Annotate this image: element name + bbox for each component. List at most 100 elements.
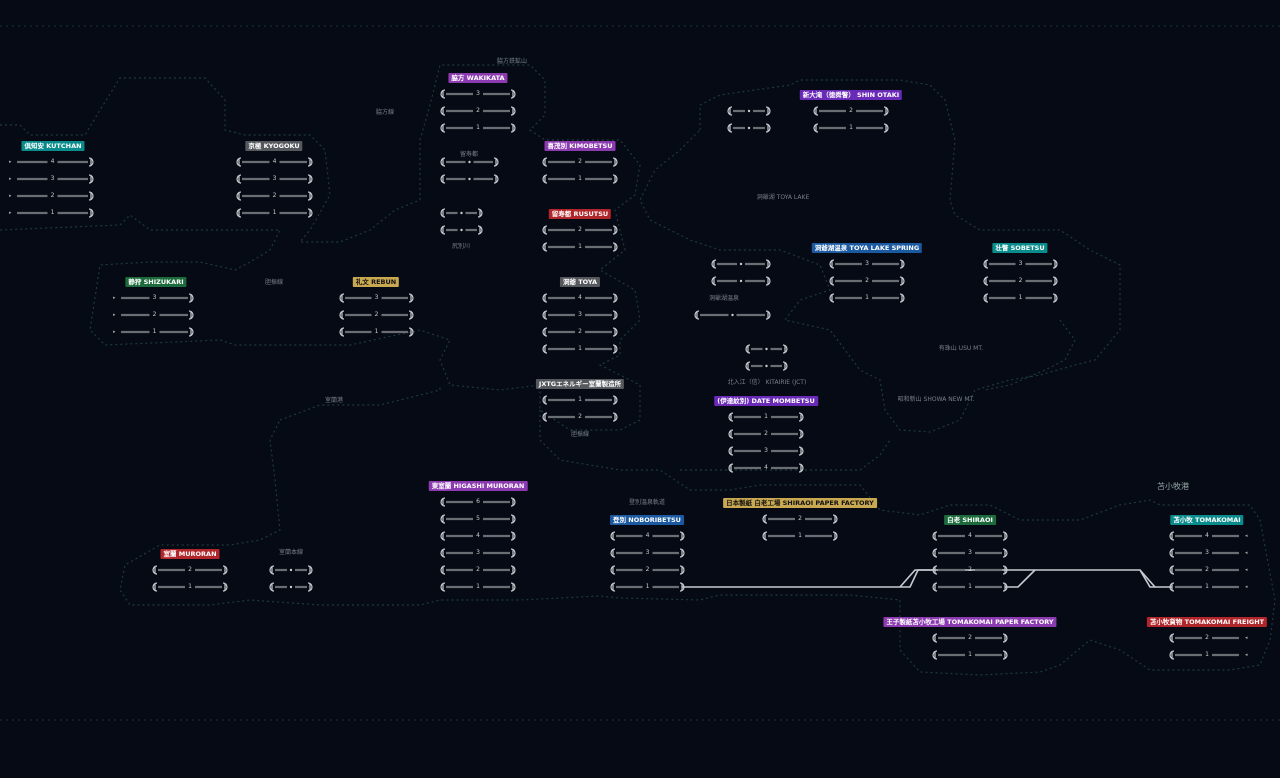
- siding-marker: [731, 313, 734, 317]
- place-label: 昭和新山 SHOWA NEW MT.: [897, 396, 975, 403]
- station-label-noboribetsu[interactable]: 登別 NOBORIBETSU: [610, 515, 684, 525]
- place-label: 苫小牧港: [1157, 482, 1189, 491]
- buffer-stop-icon: [510, 514, 516, 524]
- buffer-stop-icon: [440, 208, 446, 218]
- buffer-stop-icon: [188, 293, 194, 303]
- signal-icon: ◂: [1245, 635, 1248, 641]
- main-line-segment[interactable]: [899, 569, 935, 588]
- buffer-stop-icon: [1169, 531, 1175, 541]
- station-label-toya[interactable]: 洞爺 TOYA: [559, 277, 601, 287]
- main-line-segment[interactable]: [682, 569, 1172, 588]
- buffer-stop-icon: [440, 531, 446, 541]
- buffer-stop-icon: [1052, 293, 1058, 303]
- station-label-toya_lake_spring[interactable]: 洞爺湖温泉 TOYA LAKE SPRING: [811, 243, 923, 253]
- buffer-stop-icon: [1002, 650, 1008, 660]
- buffer-stop-icon: [932, 650, 938, 660]
- buffer-stop-icon: [612, 412, 618, 422]
- station-label-tomakomai_pf[interactable]: 王子製紙苫小牧工場 TOMAKOMAI PAPER FACTORY: [883, 617, 1057, 627]
- track-number: 1: [152, 328, 157, 335]
- buffer-stop-icon: [1169, 565, 1175, 575]
- place-label: 洞爺湖 TOYA LAKE: [756, 194, 810, 201]
- track-number: 1: [849, 124, 853, 131]
- station-label-muroran[interactable]: 室蘭 MURORAN: [160, 549, 220, 559]
- buffer-stop-icon: [510, 497, 516, 507]
- buffer-stop-icon: [477, 225, 483, 235]
- siding-marker: [460, 211, 463, 215]
- place-label: 室蘭港: [324, 397, 344, 404]
- main-line-segment[interactable]: [1139, 569, 1156, 588]
- track-number: 3: [374, 294, 379, 301]
- track-number: 3: [152, 294, 157, 301]
- buffer-stop-icon: [679, 565, 685, 575]
- place-label: 脇方鉄鉱山: [496, 58, 528, 65]
- buffer-stop-icon: [188, 327, 194, 337]
- station-label-shiraoi[interactable]: 白老 SHIRAOI: [944, 515, 996, 525]
- place-label: 北入江（信） KITAIRIE (JCT): [727, 379, 807, 386]
- buffer-stop-icon: [542, 157, 548, 167]
- buffer-stop-icon: [679, 548, 685, 558]
- track-number: 2: [968, 566, 972, 573]
- station-label-wakikata[interactable]: 脇方 WAKIKATA: [448, 73, 508, 83]
- track-number: 2: [152, 311, 157, 318]
- buffer-stop-icon: [762, 514, 768, 524]
- buffer-stop-icon: [440, 514, 446, 524]
- buffer-stop-icon: [983, 293, 989, 303]
- buffer-stop-icon: [829, 276, 835, 286]
- buffer-stop-icon: [88, 174, 94, 184]
- track-number: 2: [578, 328, 582, 335]
- station-label-higashi_muroran[interactable]: 東室蘭 HIGASHI MURORAN: [428, 481, 528, 491]
- buffer-stop-icon: [728, 429, 734, 439]
- buffer-stop-icon: [236, 191, 242, 201]
- siding-marker: [765, 364, 768, 368]
- buffer-stop-icon: [440, 548, 446, 558]
- buffer-stop-icon: [1002, 582, 1008, 592]
- buffer-stop-icon: [88, 208, 94, 218]
- main-line-segment[interactable]: [1005, 569, 1036, 588]
- buffer-stop-icon: [542, 174, 548, 184]
- buffer-stop-icon: [727, 106, 733, 116]
- station-label-tomakomai_freight[interactable]: 苫小牧貨物 TOMAKOMAI FREIGHT: [1146, 617, 1268, 627]
- signal-icon: ▸: [9, 210, 12, 216]
- track-number: 2: [476, 107, 480, 114]
- station-label-date_mombetsu[interactable]: (伊達紋別) DATE MOMBETSU: [714, 396, 818, 406]
- track-number: 3: [1205, 549, 1209, 556]
- signal-icon: ▸: [9, 159, 12, 165]
- station-label-shiraoi_pf[interactable]: 日本製紙 白老工場 SHIRAOI PAPER FACTORY: [723, 498, 877, 508]
- buffer-stop-icon: [765, 310, 771, 320]
- track-number: 1: [578, 396, 582, 403]
- track-number: 2: [476, 566, 480, 573]
- buffer-stop-icon: [510, 531, 516, 541]
- station-label-shin_otaki[interactable]: 新大滝（徳舜瞥） SHIN OTAKI: [799, 90, 903, 100]
- station-label-kyogoku[interactable]: 京極 KYOGOKU: [245, 141, 303, 151]
- station-label-kimobetsu[interactable]: 喜茂別 KIMOBETSU: [544, 141, 616, 151]
- station-label-kutchan[interactable]: 倶知安 KUTCHAN: [21, 141, 85, 151]
- buffer-stop-icon: [610, 548, 616, 558]
- track-number: 3: [865, 260, 869, 267]
- buffer-stop-icon: [307, 565, 313, 575]
- buffer-stop-icon: [236, 157, 242, 167]
- track-number: 3: [645, 549, 650, 556]
- station-label-jx[interactable]: JXTGエネルギー室蘭製造所: [535, 379, 625, 389]
- station-label-rusutsu[interactable]: 留寿都 RUSUTSU: [548, 209, 612, 219]
- track-number: 1: [578, 243, 582, 250]
- buffer-stop-icon: [440, 565, 446, 575]
- station-label-shizukari[interactable]: 静狩 SHIZUKARI: [125, 277, 187, 287]
- track-number: 3: [764, 447, 768, 454]
- buffer-stop-icon: [798, 429, 804, 439]
- track-number: 4: [968, 532, 972, 539]
- siding-marker: [460, 228, 463, 232]
- track-number: 4: [272, 158, 277, 165]
- buffer-stop-icon: [440, 497, 446, 507]
- station-label-sobetsu[interactable]: 壮瞥 SOBETSU: [992, 243, 1048, 253]
- siding-marker: [289, 585, 293, 589]
- track-number: 1: [578, 345, 582, 352]
- buffer-stop-icon: [932, 531, 938, 541]
- track-number: 1: [578, 175, 582, 182]
- buffer-stop-icon: [782, 361, 788, 371]
- main-line-group: [682, 569, 1172, 588]
- buffer-stop-icon: [679, 531, 685, 541]
- station-label-tomakomai[interactable]: 苫小牧 TOMAKOMAI: [1170, 515, 1244, 525]
- buffer-stop-icon: [829, 259, 835, 269]
- buffer-stop-icon: [408, 293, 414, 303]
- station-label-rebun[interactable]: 礼文 REBUN: [352, 277, 400, 287]
